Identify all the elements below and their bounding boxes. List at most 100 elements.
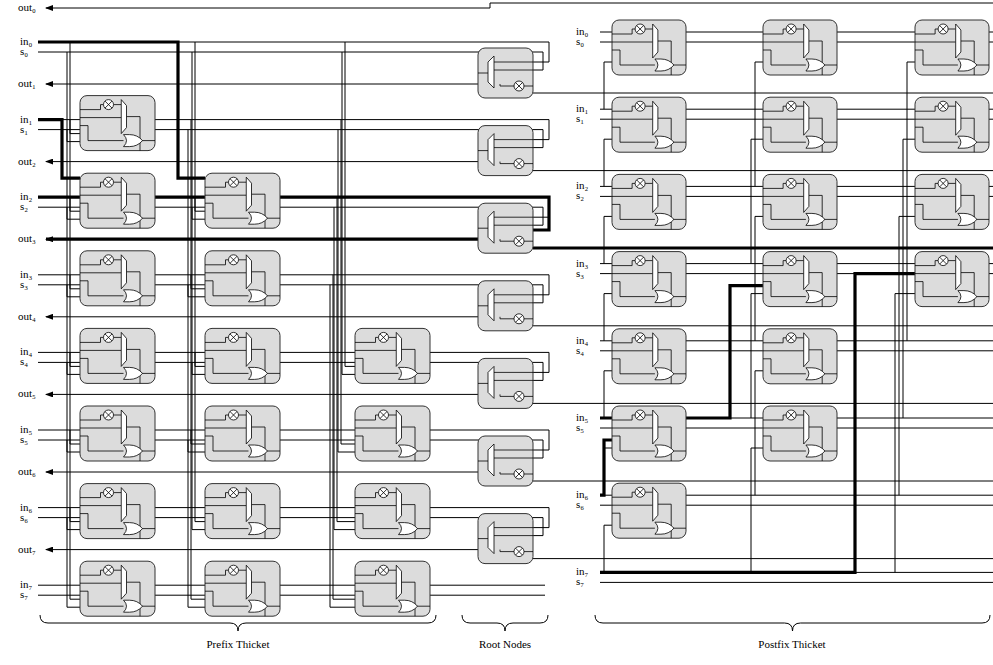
multiply-symbol: [104, 100, 114, 110]
input-label: in₃: [576, 258, 588, 268]
postfix-link-wire: [895, 294, 915, 573]
cell-wire: [80, 182, 155, 228]
prefix-cell: [205, 173, 280, 228]
input-label: in₄: [20, 346, 32, 356]
or-gate-symbol: [958, 213, 977, 225]
or-gate-symbol: [806, 445, 825, 457]
prefix-link-wire: [70, 42, 80, 134]
cell-box: [80, 96, 155, 151]
or-gate-symbol: [655, 368, 674, 380]
prefix-link-wire: [342, 52, 355, 374]
highlight-wire: [38, 42, 205, 178]
multiply-symbol: [104, 565, 114, 575]
cell-box: [80, 328, 155, 383]
select-wire: [600, 582, 993, 583]
multiply-cross: [105, 489, 112, 496]
or-gate-symbol: [399, 367, 418, 379]
input-label: in₆: [576, 489, 588, 499]
multiply-symbol: [379, 488, 389, 498]
input-label: in₆: [20, 502, 32, 512]
cell-box: [478, 48, 533, 98]
prefix-cell: [915, 252, 989, 307]
root-output-wire: [533, 170, 993, 171]
select-label: s₆: [576, 499, 584, 509]
postfix-link-wire: [755, 62, 763, 186]
cell-box: [205, 484, 280, 539]
cell-wire: [355, 493, 430, 539]
input-label: in₂: [576, 180, 588, 190]
cell-box: [612, 329, 686, 384]
cell-wire: [763, 106, 837, 152]
or-gate-symbol: [806, 213, 825, 225]
or-gate-symbol: [958, 59, 977, 71]
cell-box: [763, 329, 837, 384]
multiply-symbol: [104, 332, 114, 342]
root-cell: [478, 514, 533, 564]
mux-symbol: [121, 488, 126, 522]
multiply-cross: [940, 257, 947, 264]
multiply-symbol: [938, 256, 948, 266]
mux-symbol: [121, 332, 126, 366]
prefix-cell: [763, 252, 837, 307]
or-gate-symbol: [655, 136, 674, 148]
input-label: in₄: [576, 335, 588, 345]
select-label: s₄: [20, 356, 28, 366]
cell-wire: [478, 140, 533, 164]
output-label: out₆: [18, 466, 36, 476]
multiply-symbol: [514, 314, 524, 324]
mux-symbol: [804, 410, 809, 444]
prefix-link-wire: [330, 285, 355, 607]
output-wire: [46, 394, 478, 395]
mux-symbol: [246, 332, 251, 366]
cell-box: [205, 328, 280, 383]
cell-wire: [355, 570, 430, 616]
cell-box: [205, 251, 280, 306]
section-label: Root Nodes: [479, 638, 531, 651]
prefix-cell: [355, 328, 430, 383]
section-label: Prefix Thicket: [206, 638, 269, 651]
mux-symbol: [121, 255, 126, 289]
or-gate-symbol: [249, 290, 268, 302]
cell-wire: [612, 106, 686, 152]
multiply-cross: [105, 256, 112, 263]
output-label: out₃: [18, 233, 36, 243]
cell-wire: [80, 105, 155, 151]
prefix-cell: [915, 97, 989, 152]
prefix-cell: [915, 20, 989, 75]
or-gate-symbol: [249, 523, 268, 535]
input-label: in₀: [576, 26, 588, 36]
cell-box: [612, 406, 686, 461]
prefix-link-wire: [337, 197, 355, 521]
or-gate-symbol: [249, 367, 268, 379]
select-label: s₄: [576, 345, 584, 355]
multiply-symbol: [514, 469, 524, 479]
multiply-cross: [516, 160, 523, 167]
cell-box: [915, 20, 989, 75]
mux-symbol: [653, 487, 658, 521]
multiply-symbol: [635, 178, 645, 188]
mux-symbol: [804, 24, 809, 58]
prefix-cell: [915, 174, 989, 229]
or-gate-symbol: [124, 523, 143, 535]
cell-wire: [612, 492, 686, 538]
or-gate-symbol: [124, 135, 143, 147]
cell-box: [80, 173, 155, 228]
cell-wire: [80, 260, 155, 306]
mux-symbol: [246, 565, 251, 599]
multiply-cross: [637, 257, 644, 264]
multiply-symbol: [635, 24, 645, 34]
multiply-cross: [637, 412, 644, 419]
multiply-cross: [637, 334, 644, 341]
cell-box: [915, 97, 989, 152]
prefix-link-wire: [338, 130, 355, 452]
multiply-symbol: [786, 178, 796, 188]
input-label: in₀: [20, 36, 32, 46]
multiply-cross: [105, 334, 112, 341]
output-wire: [46, 3, 993, 8]
cell-wire: [205, 415, 280, 461]
highlight-wire: [600, 440, 612, 495]
multiply-cross: [516, 548, 523, 555]
multiply-cross: [230, 179, 237, 186]
mux-symbol: [653, 101, 658, 135]
root-cell: [478, 358, 533, 408]
